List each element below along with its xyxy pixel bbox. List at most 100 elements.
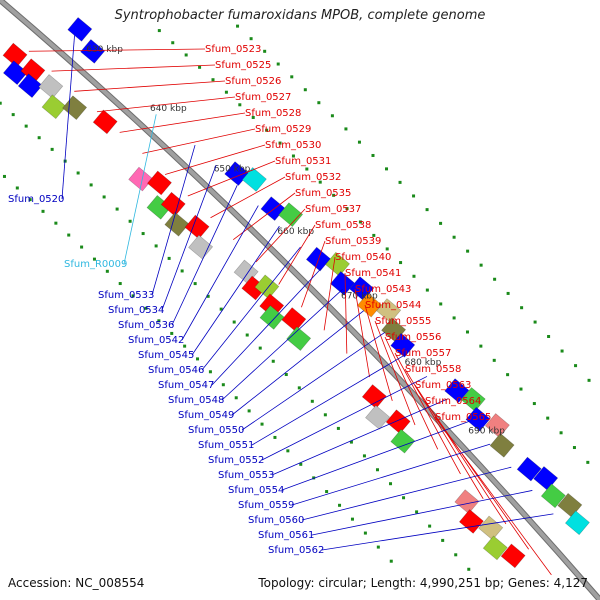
reverse-gene-label: Sfum_0559: [238, 500, 294, 511]
reverse-leader: [321, 513, 554, 551]
tick-dot: [363, 531, 367, 535]
accession-text: Accession: NC_008554: [8, 576, 145, 590]
forward-gene-label: Sfum_0558: [405, 364, 461, 375]
tick-dot: [11, 113, 15, 117]
tick-dot: [232, 320, 236, 324]
gene-block: [62, 95, 88, 121]
tick-dot: [465, 330, 469, 334]
forward-gene-label: Sfum_0544: [365, 300, 421, 311]
forward-gene-label: Sfum_0528: [245, 108, 301, 119]
tick-dot: [546, 416, 550, 420]
forward-leader: [28, 48, 206, 52]
forward-leader: [74, 80, 226, 92]
tick-dot: [115, 207, 119, 211]
tick-dot: [234, 396, 238, 400]
forward-gene-label: Sfum_0540: [335, 252, 391, 263]
tick-dot: [441, 538, 445, 542]
gene-block: [254, 274, 280, 300]
reverse-leader: [201, 246, 301, 371]
tick-dot: [338, 503, 342, 507]
tick-dot: [358, 220, 362, 224]
forward-leader: [384, 336, 439, 450]
reverse-gene-label: Sfum_0545: [138, 350, 194, 361]
gene-block: [259, 305, 285, 330]
tick-dot: [157, 319, 161, 323]
gene-block: [241, 167, 267, 192]
reverse-leader: [191, 225, 280, 356]
tick-dot: [276, 62, 280, 66]
gene-block: [500, 543, 526, 569]
tick-dot: [398, 180, 402, 184]
forward-gene-label: Sfum_0527: [235, 92, 291, 103]
tick-dot: [375, 468, 379, 472]
gene-block: [489, 432, 515, 458]
reverse-leader: [161, 164, 217, 311]
tick-dot: [402, 496, 406, 500]
reverse-leader: [241, 332, 386, 431]
tick-dot: [219, 307, 223, 311]
tick-dot: [102, 195, 106, 199]
tick-dot: [196, 357, 200, 361]
tick-dot: [131, 294, 135, 298]
tick-dot: [371, 153, 375, 157]
forward-leader: [404, 368, 484, 499]
gene-block: [444, 378, 470, 403]
tick-dot: [325, 490, 329, 494]
reverse-leader: [181, 205, 259, 341]
forward-leader: [119, 112, 246, 133]
gene-block: [357, 292, 382, 318]
forward-leader: [354, 288, 370, 378]
tick-dot: [362, 454, 366, 458]
gene-block: [2, 60, 28, 86]
tick-dot: [141, 232, 145, 236]
tick-dot: [273, 435, 277, 439]
gene-block: [184, 214, 210, 240]
tick-dot: [258, 346, 262, 350]
gene-block: [385, 409, 411, 435]
tick-dot: [479, 344, 483, 348]
tick-dot: [350, 517, 354, 521]
reverse-leader: [61, 35, 75, 200]
forward-leader: [394, 352, 461, 475]
reverse-gene-label: Sfum_0548: [168, 395, 224, 406]
reverse-leader: [211, 267, 322, 386]
tick-dot: [206, 294, 210, 298]
forward-gene-label: Sfum_0535: [295, 188, 351, 199]
tick-dot: [344, 127, 348, 131]
forward-gene-label: Sfum_0529: [255, 124, 311, 135]
gene-block: [460, 387, 486, 412]
reverse-gene-label: Sfum_0534: [108, 305, 164, 316]
reverse-leader: [311, 490, 533, 536]
tick-dot: [251, 115, 255, 119]
gene-block: [390, 332, 416, 358]
tick-dot: [41, 209, 45, 213]
tick-dot: [399, 261, 403, 265]
tick-dot: [154, 244, 158, 248]
tick-dot: [303, 88, 307, 92]
tick-dot: [439, 302, 443, 306]
forward-gene-label: Sfum_0532: [285, 172, 341, 183]
tick-dot: [587, 378, 591, 382]
reverse-gene-label: Sfum_0547: [158, 380, 214, 391]
gene-block: [361, 384, 387, 409]
tick-dot: [312, 476, 316, 480]
tick-dot: [547, 334, 551, 338]
gene-block: [540, 483, 566, 509]
tick-dot: [198, 65, 202, 69]
tick-dot: [560, 349, 564, 353]
reverse-gene-label: Sfum_0542: [128, 335, 184, 346]
tick-dot: [439, 221, 443, 225]
forward-gene-label: Sfum_0537: [305, 204, 361, 215]
rna-leader: [123, 114, 157, 265]
scale-label: 650 kbp: [214, 164, 251, 174]
gene-block: [241, 275, 267, 301]
tick-dot: [263, 49, 267, 53]
gene-block: [17, 73, 43, 99]
tick-dot: [305, 167, 309, 171]
forward-gene-label: Sfum_0525: [215, 60, 271, 71]
tick-dot: [89, 183, 93, 187]
